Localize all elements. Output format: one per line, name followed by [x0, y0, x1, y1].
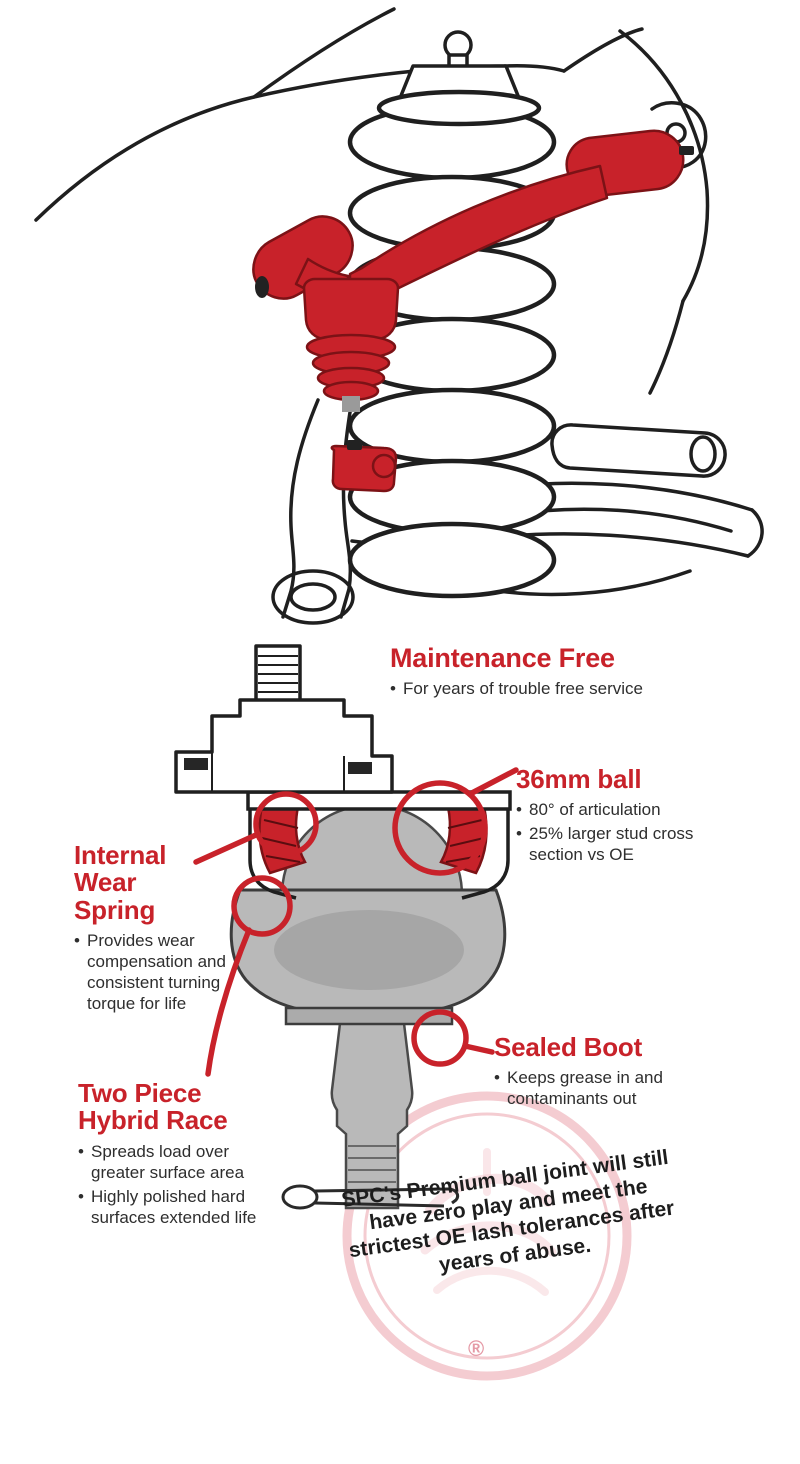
ball-stud: [330, 988, 414, 1210]
cotter-pin: [281, 1184, 460, 1210]
callout-sealed-boot: Sealed Boot Keeps grease in and contamin…: [494, 1032, 709, 1112]
callout-36mm-ball: 36mm ball 80° of articulation 25% larger…: [516, 764, 746, 869]
highlight-internal-wear-spring: [253, 791, 319, 857]
leader-internal-wear-spring: [193, 831, 261, 865]
bullet-item: Provides wear compensation and consisten…: [74, 930, 234, 1014]
callout-internal-wear-spring: Internal Wear Spring Provides wear compe…: [74, 840, 234, 1017]
arm-hardware: [255, 146, 694, 450]
bullet-item: Keeps grease in and contaminants out: [494, 1067, 709, 1109]
bullet-item: For years of trouble free service: [390, 678, 700, 699]
highlight-hybrid-race: [231, 875, 293, 937]
highlight-sealed-boot: [411, 1009, 469, 1067]
bullet-item: 80° of articulation: [516, 799, 746, 820]
flange-detail-lines: [211, 655, 345, 792]
boot-shading: [274, 910, 464, 990]
sealed-boot-bullets: Keeps grease in and contaminants out: [494, 1067, 709, 1109]
bullet-item: Highly polished hard surfaces extended l…: [78, 1186, 268, 1228]
arm-ball-joint-housing: [302, 277, 400, 341]
36mm-ball-bullets: 80° of articulation 25% larger stud cros…: [516, 799, 746, 865]
leader-36mm-ball: [467, 767, 519, 797]
leader-sealed-boot: [462, 1043, 495, 1055]
maintenance-free-bullets: For years of trouble free service: [390, 678, 700, 699]
bullet-item: Spreads load over greater surface area: [78, 1141, 268, 1183]
watermark-logo: [342, 1091, 632, 1381]
bullet-item: 25% larger stud cross section vs OE: [516, 823, 746, 865]
36mm-ball-title: 36mm ball: [516, 764, 642, 794]
sealed-boot-title: Sealed Boot: [494, 1032, 643, 1062]
callout-maintenance-free: Maintenance Free For years of trouble fr…: [390, 644, 700, 702]
callout-two-piece-hybrid-race: Two Piece Hybrid Race Spreads load over …: [78, 1078, 268, 1231]
two-piece-hybrid-race-title: Two Piece Hybrid Race: [78, 1078, 228, 1136]
upper-control-arm: [252, 129, 685, 493]
ball-joint-cutaway: [174, 644, 512, 1210]
registered-trademark-symbol: ®: [468, 1336, 485, 1361]
internal-wear-spring-title: Internal Wear Spring: [74, 840, 167, 925]
two-piece-hybrid-race-bullets: Spreads load over greater surface area H…: [78, 1141, 268, 1228]
maintenance-free-title: Maintenance Free: [390, 643, 615, 673]
internal-wear-spring-bullets: Provides wear compensation and consisten…: [74, 930, 234, 1014]
flange-bolts: [184, 758, 372, 774]
highlight-36mm-ball: [392, 780, 488, 876]
stud-threads: [348, 1145, 396, 1183]
